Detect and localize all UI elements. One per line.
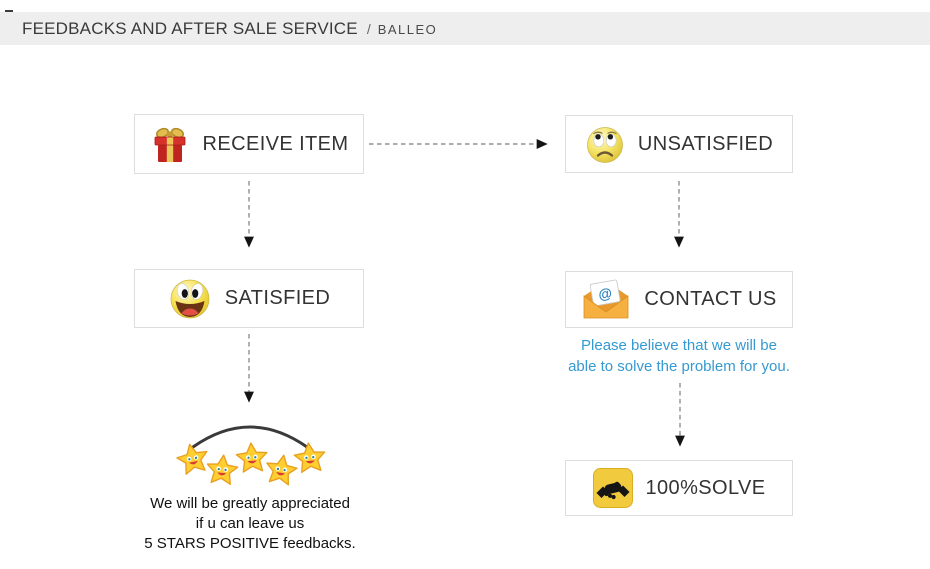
- handshake-icon: [592, 468, 633, 508]
- smiling-star-icon: [176, 443, 208, 475]
- contact-note-line2: able to solve the problem for you.: [568, 358, 790, 375]
- arc-stroke: [191, 425, 309, 449]
- flow-node-contact-us: @ CONTACT US: [565, 271, 793, 328]
- page-title: FEEDBACKS AND AFTER SALE SERVICE: [22, 18, 358, 38]
- smiling-star-icon: [235, 442, 268, 473]
- happy-face-icon: [170, 279, 210, 318]
- flow-node-label: UNSATISFIED: [637, 132, 774, 155]
- sad-face-icon: [587, 127, 623, 163]
- feedback-note-line1: We will be greatly appreciated: [150, 495, 350, 512]
- feedback-note-line3: 5 STARS POSITIVE feedbacks.: [144, 535, 356, 552]
- feedback-note: We will be greatly appreciated if u can …: [128, 494, 372, 554]
- flow-node-satisfied: SATISFIED: [134, 269, 364, 328]
- flow-node-unsatisfied: UNSATISFIED: [565, 115, 793, 173]
- section-header: FEEDBACKS AND AFTER SALE SERVICE / BALLE…: [0, 12, 930, 45]
- smiling-star-icon: [293, 442, 326, 474]
- flow-node-label: CONTACT US: [644, 288, 777, 310]
- email-icon: @: [584, 279, 629, 318]
- smiling-star-icon: [266, 454, 298, 486]
- smiling-star-icon: [206, 454, 239, 486]
- flow-node-label: SATISFIED: [224, 287, 331, 309]
- title-separator: /: [366, 21, 371, 37]
- brand-name: BALLEO: [377, 21, 438, 37]
- corner-mark: [5, 10, 13, 13]
- feedback-note-line2: if u can leave us: [195, 515, 305, 532]
- flow-node-label: RECEIVE ITEM: [202, 132, 349, 155]
- flow-node-solve: 100%SOLVE: [565, 460, 793, 516]
- flow-node-label: 100%SOLVE: [645, 476, 766, 499]
- contact-note: Please believe that we will be able to s…: [556, 335, 802, 377]
- contact-note-line1: Please believe that we will be: [581, 337, 777, 354]
- five-stars-group: [170, 414, 330, 486]
- gift-icon: [154, 127, 185, 162]
- flow-node-receive-item: RECEIVE ITEM: [134, 114, 364, 174]
- at-symbol: @: [597, 284, 613, 302]
